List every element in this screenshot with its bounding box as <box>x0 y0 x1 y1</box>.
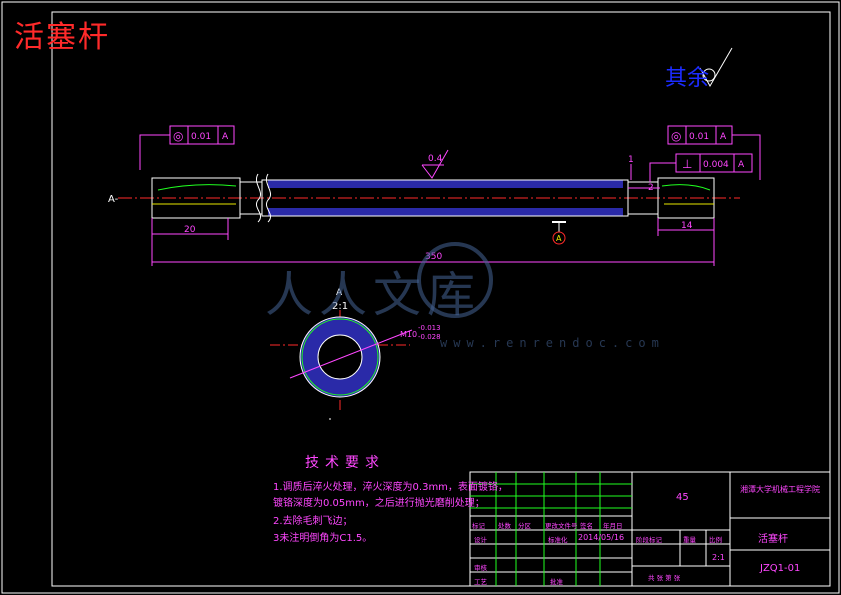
gdt-left-datum: A <box>222 132 229 142</box>
shaft-hatch-top <box>268 180 623 188</box>
roughness-symbol-other <box>699 47 733 88</box>
watermark-ring <box>417 242 493 318</box>
tb-scale-label: 比例 <box>709 536 722 544</box>
section-view: A 2:1 <box>270 288 413 420</box>
tb-date: 2014/05/16 <box>578 533 625 542</box>
thread-label: M10 <box>400 330 417 339</box>
dim-14 <box>657 218 715 236</box>
gdt-left-symbol: ◎ <box>173 129 183 143</box>
drawing-frame <box>51 11 831 587</box>
dim-20-label: 20 <box>184 225 196 235</box>
tb-row-check: 审核 <box>474 564 487 572</box>
tb-material: 45 <box>676 492 689 503</box>
tb-stage-label: 阶段标记 <box>636 536 662 544</box>
section-view-letter: A <box>336 288 343 298</box>
tol-lower: -0.028 <box>418 333 441 341</box>
tb-header-file: 更改文件号 <box>545 522 578 530</box>
section-marker-circle <box>552 231 566 245</box>
shaft-hatch-bottom <box>268 208 623 216</box>
tech-line-3: 2.去除毛刺飞边； <box>273 516 353 527</box>
roughness-value-mid: 0.4 <box>428 154 443 164</box>
dim-14-label: 14 <box>681 221 693 231</box>
dim-20 <box>151 218 229 240</box>
tb-school: 湘潭大学机械工程学院 <box>740 485 820 494</box>
chamfer-dim-2: 2 <box>648 183 654 193</box>
section-inner-circle <box>317 334 363 380</box>
break-line-left <box>256 173 262 223</box>
tb-part-name: 活塞杆 <box>758 534 788 545</box>
thread-right <box>661 184 711 191</box>
drawing-title: 活塞杆 <box>14 20 110 55</box>
tb-row-approve: 批准 <box>550 578 563 586</box>
section-label-left: A- <box>108 194 119 205</box>
gdt-perp-value: 0.004 <box>703 160 729 170</box>
tech-line-4: 3未注明倒角为C1.5。 <box>273 533 373 544</box>
section-thread-circle <box>301 318 379 396</box>
tb-row-std: 标准化 <box>548 536 568 544</box>
shaft-main-view: A A- <box>108 173 740 245</box>
dim-350 <box>151 236 715 266</box>
title-block <box>469 471 831 587</box>
roughness-other-label: 其余 <box>665 66 710 91</box>
thread-left <box>157 184 237 191</box>
watermark-text: 人人文库 <box>265 267 482 323</box>
chamfer-dim-1: 1 <box>628 155 634 165</box>
section-marker-label: A <box>556 234 562 243</box>
tb-header-zone: 分区 <box>518 522 531 530</box>
gdt-right-symbol: ◎ <box>671 129 681 143</box>
tech-line-2: 镀铬深度为0.05mm，之后进行抛光磨削处理； <box>273 498 485 509</box>
tb-header-mark: 标记 <box>472 522 485 530</box>
tb-row-design: 设计 <box>474 536 487 544</box>
tech-line-1: 1.调质后淬火处理，淬火深度为0.3mm，表面镀铬， <box>273 482 508 493</box>
tb-drawing-no: JZQ1-01 <box>760 563 801 574</box>
tol-upper: -0.013 <box>418 324 441 332</box>
tb-sheet-label: 共 张 第 张 <box>648 574 681 582</box>
gdt-frame-right: ◎ 0.01 A <box>667 125 761 180</box>
shaft-right-end <box>657 177 715 219</box>
gdt-perp-symbol: ⊥ <box>682 157 692 171</box>
roughness-mark-mid <box>421 149 449 179</box>
watermark-url: www.renrendoc.com <box>440 336 665 350</box>
dim-350-label: 350 <box>425 252 442 262</box>
gdt-frame-left: ◎ 0.01 A <box>139 125 235 170</box>
gdt-right-datum: A <box>720 132 727 142</box>
break-line-right <box>266 173 272 223</box>
gdt-frame-perp: ⊥ 0.004 A <box>649 153 753 182</box>
tb-row-process: 工艺 <box>474 578 487 586</box>
tb-header-date: 年月日 <box>603 522 623 530</box>
gdt-right-value: 0.01 <box>689 132 709 142</box>
section-view-scale: 2:1 <box>332 301 348 312</box>
tb-scale: 2:1 <box>712 553 725 562</box>
tb-header-count: 处数 <box>498 522 511 530</box>
tb-header-sign: 签名 <box>580 522 593 530</box>
tech-requirements-heading: 技术要求 <box>305 455 385 471</box>
gdt-left-value: 0.01 <box>191 132 211 142</box>
tb-weight-label: 重量 <box>683 536 696 544</box>
gdt-perp-datum: A <box>738 160 745 170</box>
